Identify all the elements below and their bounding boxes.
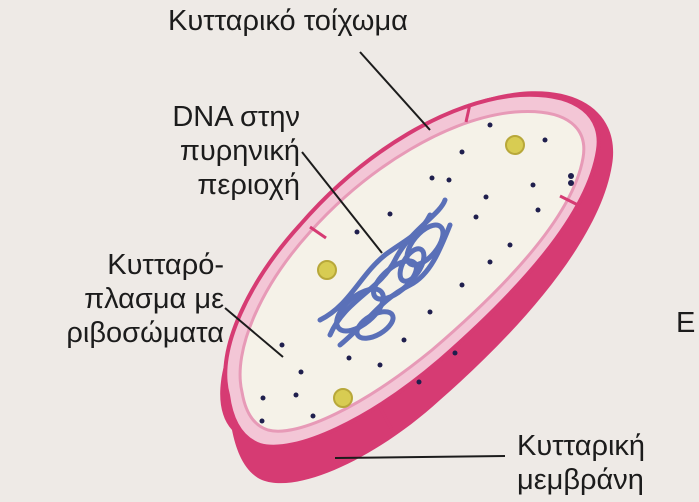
cell-wall-label: Κυτταρικό τοίχωμα [168, 4, 408, 38]
cropped-label-fragment: E [676, 306, 695, 340]
cytoplasm-label: Κυτταρό- πλασμα με ριβοσώματα [0, 248, 224, 350]
cell-wall-leader [360, 52, 430, 130]
dna-label: DNA στην πυρηνική περιοχή [110, 100, 300, 202]
membrane-label: Κυτταρική μεμβράνη [517, 429, 645, 497]
